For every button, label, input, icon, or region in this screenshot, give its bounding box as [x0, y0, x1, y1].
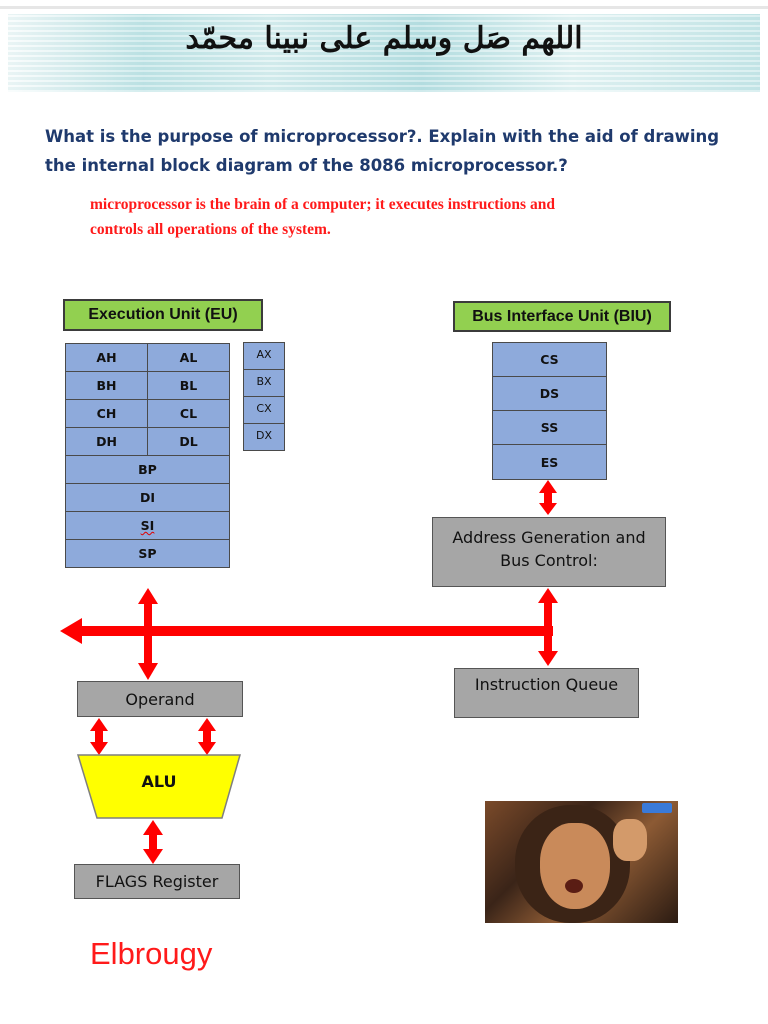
reaction-photo	[485, 801, 678, 923]
register-ah: AH	[65, 343, 148, 372]
question-line-1: What is the purpose of microprocessor?. …	[45, 127, 720, 146]
register-si-label: SI	[140, 518, 155, 533]
register-ax: AX	[243, 342, 285, 370]
seg-addr-arrow-down	[539, 503, 557, 515]
address-generation-line-1: Address Generation and	[452, 528, 646, 547]
eu-vertical-bus	[144, 601, 152, 665]
register-bp: BP	[65, 455, 230, 484]
operand-alu-left-shaft	[95, 730, 103, 744]
address-generation-line-2: Bus Control:	[500, 551, 598, 570]
register-cl: CL	[147, 399, 230, 428]
segment-ds: DS	[492, 376, 607, 411]
operand-alu-right-arrow-up	[198, 718, 216, 731]
alu-flags-arrow-down	[143, 849, 163, 864]
answer-line-1: microprocessor is the brain of a compute…	[90, 196, 555, 213]
biu-bus-arrow-up	[538, 588, 558, 603]
register-dh: DH	[65, 427, 148, 456]
register-bx: BX	[243, 369, 285, 397]
register-sp: SP	[65, 539, 230, 568]
operand-alu-right-arrow-down	[198, 742, 216, 755]
answer-line-2: controls all operations of the system.	[90, 221, 331, 238]
biu-vertical-bus	[544, 600, 552, 654]
register-bl: BL	[147, 371, 230, 400]
alu-flags-shaft	[149, 833, 157, 851]
register-bh: BH	[65, 371, 148, 400]
photo-channel-logo	[642, 803, 672, 813]
seg-addr-arrow-shaft	[544, 491, 552, 507]
main-bus-arrowhead-left	[60, 618, 82, 644]
answer-text: microprocessor is the brain of a compute…	[90, 192, 730, 242]
photo-hand-shape	[613, 819, 647, 861]
instruction-queue-box: Instruction Queue	[454, 668, 639, 718]
calligraphy-banner: اللهم صَل وسلم على نبينا محمّد	[8, 14, 760, 92]
register-dx: DX	[243, 423, 285, 451]
biu-bus-arrow-down	[538, 651, 558, 666]
operand-alu-left-arrow-up	[90, 718, 108, 731]
banner-texture	[8, 14, 760, 92]
banner-text: اللهم صَل وسلم على نبينا محمّد	[185, 21, 583, 56]
operand-alu-left-arrow-down	[90, 742, 108, 755]
top-rule	[0, 6, 768, 9]
register-si: SI	[65, 511, 230, 540]
eu-bus-arrow-down	[138, 663, 158, 680]
photo-mouth-shape	[565, 879, 583, 893]
alu-label: ALU	[141, 772, 177, 791]
operand-box: Operand	[77, 681, 243, 717]
register-dl: DL	[147, 427, 230, 456]
bus-interface-unit-title: Bus Interface Unit (BIU)	[453, 301, 671, 332]
seg-addr-arrow-up	[539, 480, 557, 493]
flags-register-box: FLAGS Register	[74, 864, 240, 899]
question-line-2: the internal block diagram of the 8086 m…	[45, 156, 568, 175]
alu-shape	[76, 754, 241, 819]
main-bus-line	[78, 626, 553, 636]
alu-flags-arrow-up	[143, 820, 163, 835]
register-cx: CX	[243, 396, 285, 424]
segment-cs: CS	[492, 342, 607, 377]
execution-unit-title: Execution Unit (EU)	[63, 299, 263, 331]
author-signature: Elbrougy	[90, 936, 213, 971]
question-text: What is the purpose of microprocessor?. …	[45, 122, 725, 180]
address-generation-box: Address Generation and Bus Control:	[432, 517, 666, 587]
register-di: DI	[65, 483, 230, 512]
photo-face-shape	[540, 823, 610, 909]
eu-bus-arrow-up	[138, 588, 158, 604]
register-ch: CH	[65, 399, 148, 428]
register-al: AL	[147, 343, 230, 372]
segment-es: ES	[492, 444, 607, 480]
segment-ss: SS	[492, 410, 607, 445]
operand-alu-right-shaft	[203, 730, 211, 744]
